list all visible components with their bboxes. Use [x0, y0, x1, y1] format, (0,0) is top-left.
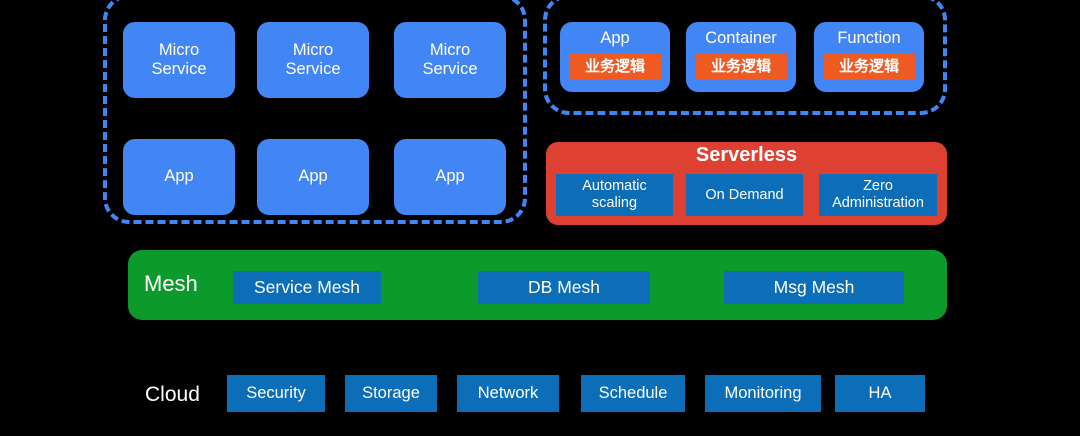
workload-card-container[interactable]: Container 业务逻辑 — [686, 22, 796, 92]
business-logic-chip: 业务逻辑 — [695, 53, 787, 81]
serverless-title: Serverless — [695, 144, 798, 166]
tile-label: Micro Service — [422, 40, 478, 78]
cloud-layer-label: Cloud — [145, 383, 200, 406]
workload-title: App — [600, 29, 630, 47]
serverless-chip-automatic-scaling[interactable]: Automatic scaling — [556, 174, 673, 216]
cloud-chip-monitoring[interactable]: Monitoring — [705, 375, 821, 412]
tile-app-1[interactable]: App — [123, 139, 235, 215]
cloud-chip-security[interactable]: Security — [227, 375, 325, 412]
business-logic-chip: 业务逻辑 — [823, 53, 915, 81]
workload-card-function[interactable]: Function 业务逻辑 — [814, 22, 924, 92]
mesh-chip-db-mesh[interactable]: DB Mesh — [478, 271, 650, 304]
workload-title: Container — [705, 29, 777, 47]
tile-label: App — [298, 167, 328, 186]
mesh-chip-msg-mesh[interactable]: Msg Mesh — [724, 271, 904, 304]
serverless-chip-on-demand[interactable]: On Demand — [686, 174, 803, 216]
serverless-chip-zero-administration[interactable]: Zero Administration — [819, 174, 937, 216]
tile-label: Micro Service — [285, 40, 341, 78]
cloud-chip-ha[interactable]: HA — [835, 375, 925, 412]
mesh-chip-service-mesh[interactable]: Service Mesh — [233, 271, 381, 304]
tile-app-2[interactable]: App — [257, 139, 369, 215]
mesh-layer-bar: Mesh Service Mesh DB Mesh Msg Mesh — [128, 250, 947, 320]
cloud-layer-row: Cloud Security Storage Network Schedule … — [145, 375, 935, 415]
tile-label: App — [435, 167, 465, 186]
workload-card-app[interactable]: App 业务逻辑 — [560, 22, 670, 92]
tile-micro-service-2[interactable]: Micro Service — [257, 22, 369, 98]
tile-micro-service-3[interactable]: Micro Service — [394, 22, 506, 98]
serverless-panel: Serverless Automatic scaling On Demand Z… — [546, 142, 947, 225]
group-frame-apps-microservices — [103, 0, 527, 224]
cloud-chip-network[interactable]: Network — [457, 375, 559, 412]
group-frame-workloads — [543, 0, 947, 115]
workload-title: Function — [837, 29, 901, 47]
business-logic-chip: 业务逻辑 — [569, 53, 661, 81]
tile-label: Micro Service — [151, 40, 207, 78]
cloud-chip-schedule[interactable]: Schedule — [581, 375, 685, 412]
tile-micro-service-1[interactable]: Micro Service — [123, 22, 235, 98]
mesh-layer-label: Mesh — [144, 271, 198, 296]
tile-label: App — [164, 167, 194, 186]
tile-app-3[interactable]: App — [394, 139, 506, 215]
cloud-chip-storage[interactable]: Storage — [345, 375, 437, 412]
